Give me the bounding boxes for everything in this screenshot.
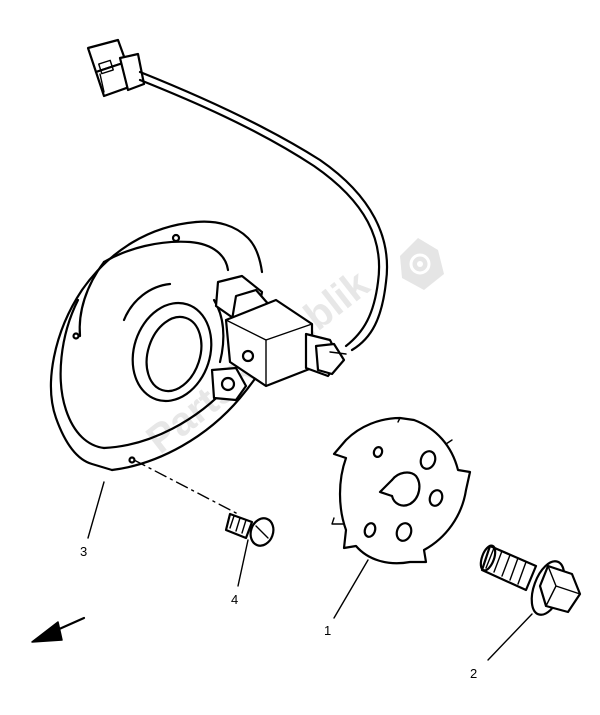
- label-1: 1: [324, 623, 331, 638]
- leader-3: [87, 481, 105, 539]
- label-3: 3: [80, 544, 87, 559]
- bolt-icon: [224, 512, 275, 547]
- leader-2: [487, 613, 533, 661]
- washer-plate-icon: [331, 416, 472, 565]
- flange-bolt-icon: [479, 544, 582, 616]
- leader-4: [237, 539, 249, 587]
- leader-lines: [87, 481, 533, 661]
- pickup-coil-icon: [210, 274, 347, 402]
- label-4: 4: [231, 592, 238, 607]
- direction-arrow-icon: [31, 616, 86, 643]
- label-2: 2: [470, 666, 477, 681]
- leader-1: [333, 559, 369, 619]
- gear-icon: [400, 238, 444, 290]
- alignment-line: [133, 459, 239, 515]
- connector-icon: [86, 38, 146, 98]
- lead-wire: [138, 70, 389, 352]
